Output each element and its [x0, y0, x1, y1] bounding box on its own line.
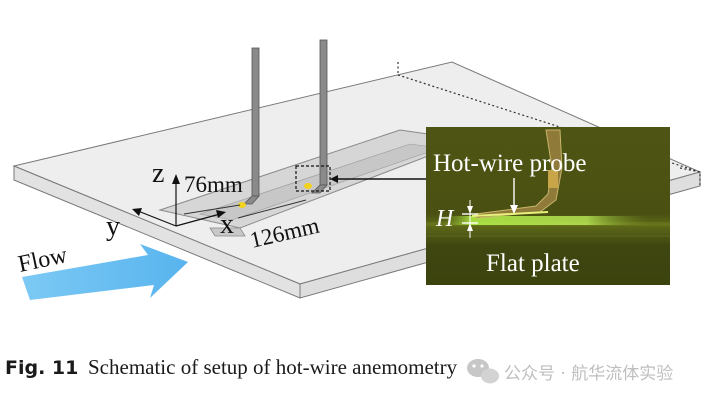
photo-texture	[426, 235, 670, 237]
flow-arrow-shape	[22, 244, 188, 300]
dim-76-line	[183, 204, 241, 215]
plate-front-face	[13, 165, 301, 299]
height-label: H	[435, 206, 455, 232]
x-axis-line	[175, 213, 221, 227]
dim-76-label: 76mm	[184, 172, 243, 197]
probe-stem-downstream-foot	[311, 184, 328, 194]
plate-label: Flat plate	[486, 250, 580, 277]
z-axis-label: z	[152, 158, 164, 189]
probe-stem-downstream	[319, 39, 328, 186]
dimension-76mm: 76mm	[183, 172, 243, 215]
z-axis-arrowhead	[172, 174, 180, 184]
zoom-pointer-arrowhead	[330, 175, 338, 183]
photo-probe-tip	[548, 170, 558, 188]
watermark-text: 公众号 · 航华流体实验	[504, 364, 673, 384]
zoom-box	[295, 165, 331, 192]
plate-hidden-edge	[397, 74, 701, 173]
coordinate-axes: z y x	[106, 158, 234, 242]
probe-stem-upstream	[251, 47, 260, 197]
x-axis-label: x	[220, 209, 234, 240]
watermark: 公众号 · 航华流体实验	[467, 359, 673, 384]
caption-text: Schematic of setup of hot-wire anemometr…	[88, 355, 458, 379]
probe-stem-upstream-foot	[243, 195, 260, 205]
wechat-icon	[467, 359, 499, 384]
probe-photo-inset: Hot-wire probe H Flat plate	[426, 127, 670, 285]
y-axis-arrowhead	[132, 208, 142, 216]
photo-hot-wire	[471, 211, 549, 217]
probe-stems	[238, 39, 328, 208]
y-axis-label: y	[106, 211, 120, 242]
plate-glow	[440, 216, 650, 225]
flow-arrow: Flow	[16, 242, 188, 300]
probe-sensor-downstream	[304, 183, 312, 189]
probe-label: Hot-wire probe	[433, 150, 586, 177]
strip-notch	[209, 227, 246, 237]
dim-126-line	[237, 199, 307, 219]
caption-label: Fig. 11	[5, 357, 78, 379]
probe-sensor-upstream	[238, 202, 246, 208]
x-axis-arrowhead	[216, 210, 226, 218]
figure-caption: Fig. 11 Schematic of setup of hot-wire a…	[5, 355, 458, 379]
probe-label-arrowhead	[510, 205, 518, 214]
y-axis-line	[137, 210, 177, 227]
